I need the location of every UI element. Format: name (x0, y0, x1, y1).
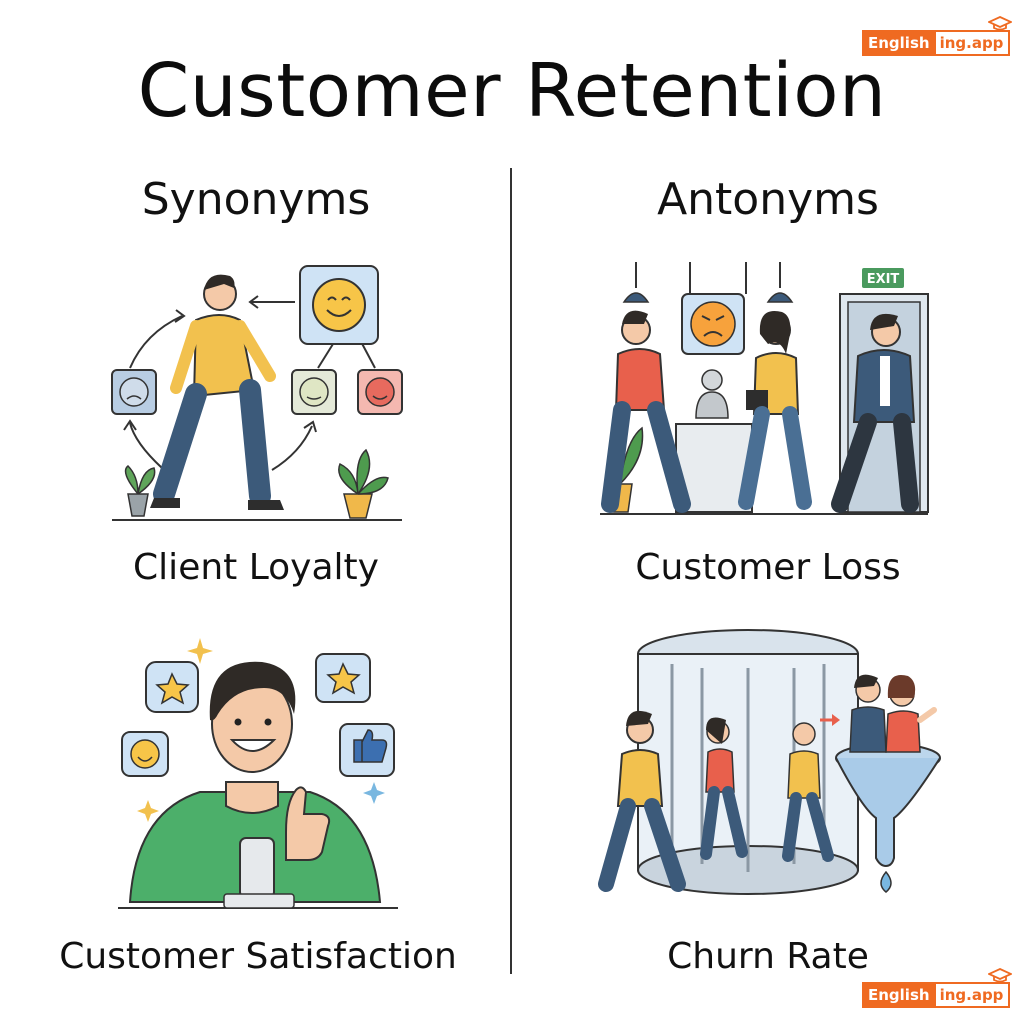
brand-logo-bottom: English ing.app (862, 968, 1013, 1008)
brand-logo-top: English ing.app (862, 16, 1013, 56)
term-client-loyalty: Client Loyalty (133, 547, 379, 588)
brand-logo-part1: English (862, 30, 934, 56)
customer-satisfaction-illustration (118, 638, 398, 909)
page-title: Customer Retention (137, 48, 887, 134)
term-churn-rate: Churn Rate (667, 936, 869, 977)
customer-loss-illustration: EXIT (600, 262, 929, 515)
brand-logo-part2: ing.app (933, 982, 1011, 1008)
column-divider (510, 168, 512, 974)
graduation-cap-icon (988, 16, 1013, 31)
brand-logo-part2: ing.app (933, 30, 1011, 56)
churn-rate-illustration (598, 629, 941, 895)
exit-sign-label: EXIT (867, 272, 900, 287)
term-customer-satisfaction: Customer Satisfaction (59, 936, 457, 977)
antonyms-heading: Antonyms (657, 174, 879, 225)
client-loyalty-illustration (111, 265, 403, 521)
synonyms-heading: Synonyms (141, 174, 371, 225)
term-customer-loss: Customer Loss (635, 547, 901, 588)
brand-logo-part1: English (862, 982, 934, 1008)
graduation-cap-icon (988, 968, 1013, 983)
